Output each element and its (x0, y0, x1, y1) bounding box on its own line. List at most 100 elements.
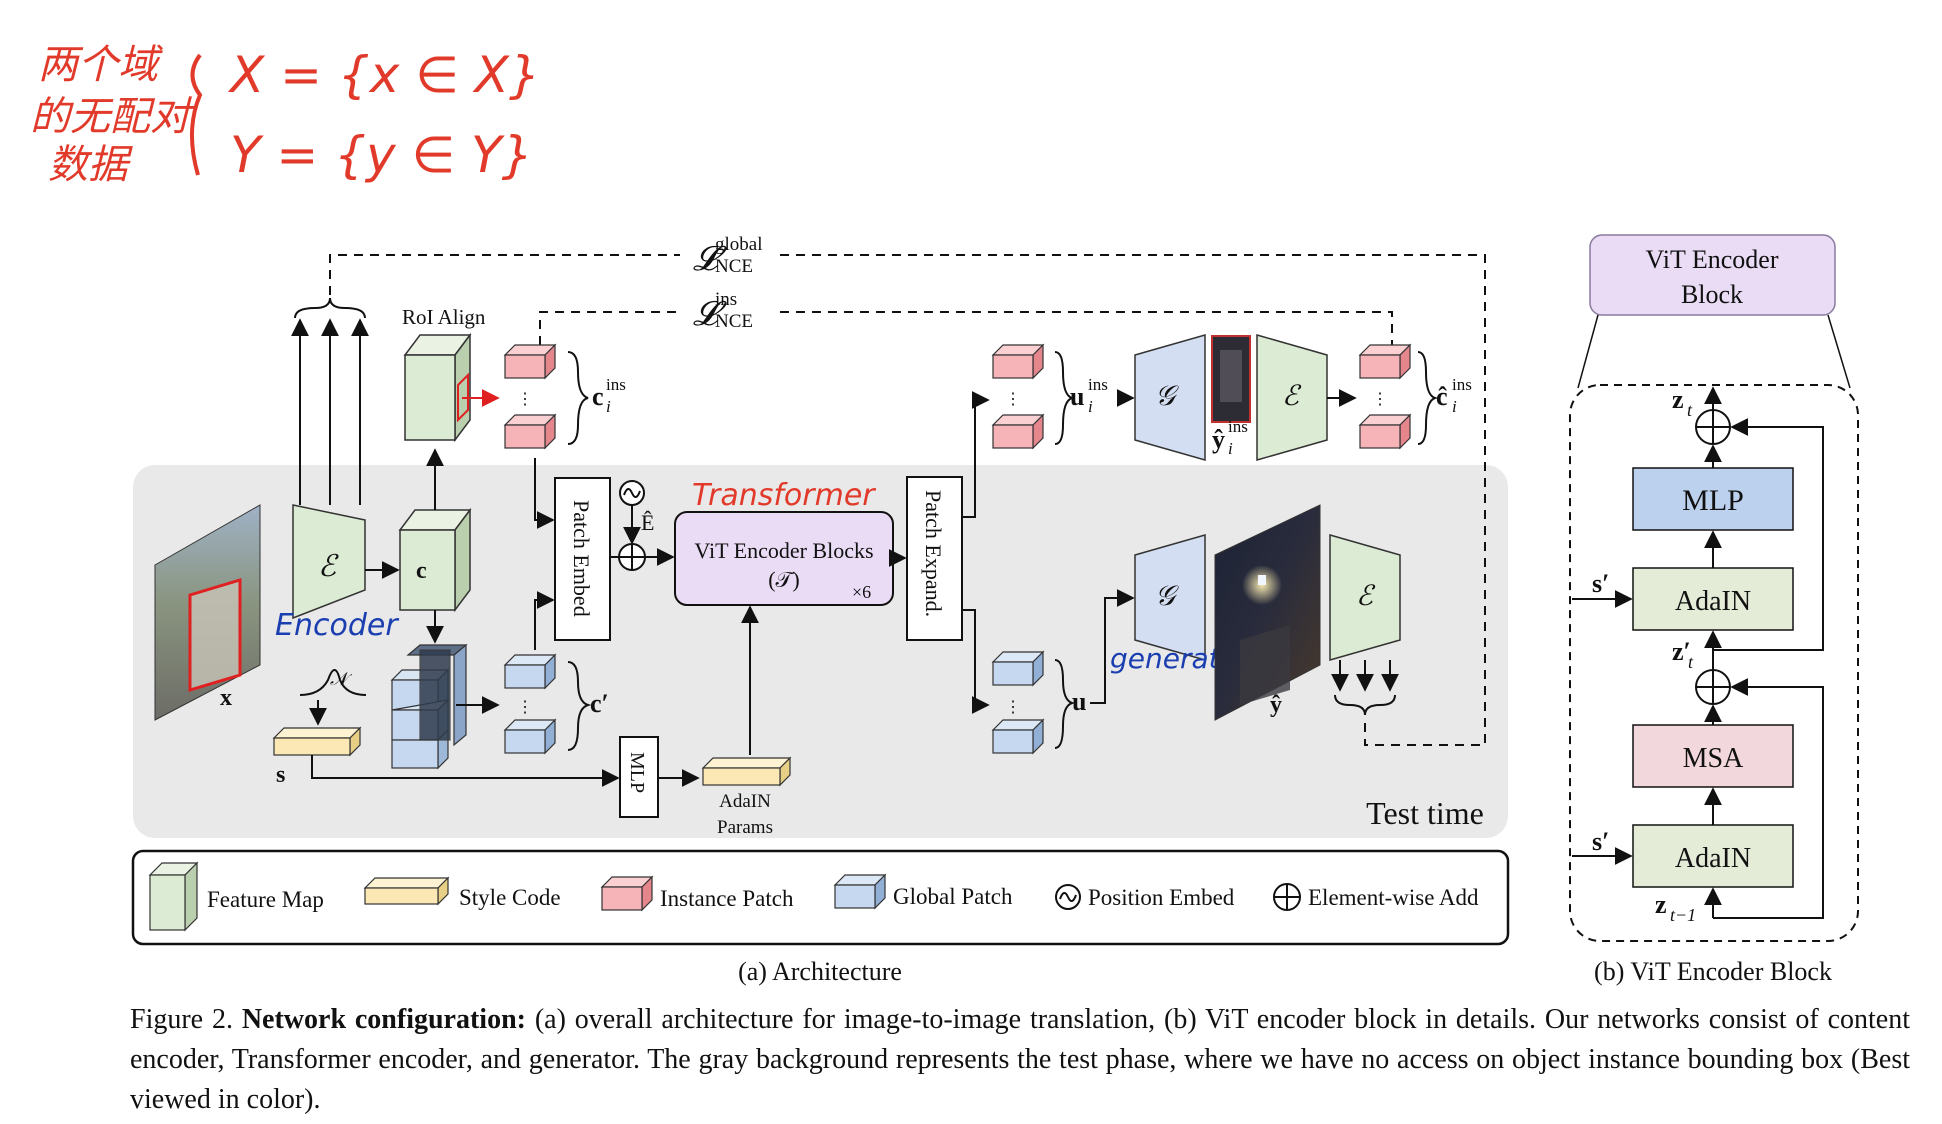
encoder-instance: ℰ (1256, 334, 1328, 461)
handwritten-set-y: Y = {y ∈ Y} (230, 126, 533, 184)
svg-text:z: z (1655, 890, 1667, 919)
u-label: u (1072, 687, 1086, 716)
svg-text:⋮: ⋮ (1005, 391, 1021, 408)
figure-canvas: 两个域 的无配对 数据 X = {x ∈ X} Y = {y ∈ Y} Test… (30, 42, 1859, 986)
loss-dashed-lines (329, 254, 1486, 746)
adain-params-label-1: AdaIN (719, 791, 771, 812)
red-patch-icon (600, 875, 654, 912)
generator-instance: 𝒢 (1134, 334, 1206, 461)
c-ins-label: c ins i (592, 375, 626, 416)
caption-text: (a) overall architecture for image-to-im… (130, 1004, 1911, 1115)
test-time-label: Test time (1366, 795, 1484, 831)
svg-text:⋮: ⋮ (517, 699, 533, 716)
svg-text:Feature Map: Feature Map (207, 887, 324, 912)
caption-prefix: Figure 2. (130, 1004, 242, 1035)
x-label: x (220, 685, 232, 711)
svg-text:ins: ins (1452, 375, 1472, 394)
svg-text:Style Code: Style Code (459, 885, 561, 910)
adain-params-bar (701, 756, 792, 787)
output-image-y-hat (1214, 504, 1321, 721)
e-hat-label: Ê (641, 510, 654, 535)
input-image-x (154, 504, 261, 721)
element-add-legend-icon (1273, 883, 1301, 911)
svg-text:c: c (592, 382, 604, 411)
svg-text:Instance Patch: Instance Patch (660, 886, 794, 911)
feature-map-c: c (398, 507, 472, 613)
svg-text:ins: ins (606, 375, 626, 394)
svg-text:t: t (1687, 400, 1693, 420)
output-instance-image (1211, 335, 1251, 423)
svg-text:ℰ: ℰ (1282, 381, 1302, 412)
instance-patches-c-hat: ⋮ (1358, 343, 1412, 450)
svg-text:AdaIN: AdaIN (1675, 586, 1751, 617)
patch-expand-block: Patch Expand. (906, 476, 963, 641)
svg-text:Global Patch: Global Patch (893, 884, 1013, 909)
svg-text:ℰ: ℰ (318, 550, 339, 583)
svg-text:z′: z′ (1672, 637, 1691, 666)
loss-global: 𝓛 global NCE (693, 234, 763, 278)
vit-block-title: ViT Encoder Block (1589, 234, 1836, 316)
global-feature-stack (390, 643, 468, 770)
svg-text:NCE: NCE (715, 256, 753, 277)
svg-text:t−1: t−1 (1670, 905, 1696, 925)
vit-encoder-blocks: ViT Encoder Blocks (𝒯) ×6 (674, 511, 894, 606)
vit-s-prime-bottom: s′ (1592, 827, 1609, 856)
svg-text:MLP: MLP (1682, 484, 1744, 517)
svg-text:i: i (1228, 439, 1233, 458)
svg-text:AdaIN: AdaIN (1675, 843, 1751, 874)
svg-text:⋮: ⋮ (517, 391, 533, 408)
svg-text:NCE: NCE (715, 311, 753, 332)
handwritten-annotation: 两个域 的无配对 数据 X = {x ∈ X} Y = {y ∈ Y} (30, 42, 541, 188)
content-encoder: ℰ (292, 504, 366, 620)
svg-text:MLP: MLP (626, 752, 648, 793)
vit-adain-top: AdaIN (1632, 567, 1794, 631)
svg-text:t: t (1688, 652, 1694, 672)
patch-embed-block: Patch Embed (554, 477, 611, 641)
blue-patch-icon (833, 873, 887, 910)
svg-text:c: c (416, 558, 427, 584)
legend-item-style-code: Style Code (363, 876, 561, 910)
vit-msa-block: MSA (1632, 724, 1794, 788)
svg-text:ℰ: ℰ (1356, 581, 1376, 612)
svg-text:ins: ins (1088, 375, 1108, 394)
svg-text:Patch Expand.: Patch Expand. (921, 490, 946, 617)
handwritten-line-3: 数据 (48, 142, 133, 188)
encoder-global: ℰ (1329, 534, 1401, 661)
encoder-handwritten-note: Encoder (275, 608, 399, 643)
svg-text:×6: ×6 (852, 582, 871, 602)
vit-add-middle (1695, 669, 1731, 705)
roi-align-label: RoI Align (402, 305, 486, 329)
encoder-feature-brace (291, 297, 369, 505)
svg-text:global: global (715, 234, 763, 255)
s-label: s (276, 762, 285, 788)
y-hat-label: ŷ (1270, 692, 1282, 718)
handwritten-line-2: 的无配对 (30, 94, 195, 140)
generator-global: 𝒢 (1134, 534, 1206, 661)
legend-item-position-embed: Position Embed (1055, 884, 1235, 910)
vit-add-top (1695, 409, 1731, 445)
svg-text:ViT Encoder: ViT Encoder (1646, 245, 1779, 274)
vit-mlp-block: MLP (1632, 467, 1794, 531)
legend-item-instance-patch: Instance Patch (600, 875, 794, 912)
svg-text:⋮: ⋮ (1372, 391, 1388, 408)
svg-text:ŷ: ŷ (1212, 425, 1225, 454)
caption-bold: Network configuration: (241, 1004, 526, 1035)
transformer-handwritten-note: Transformer (692, 478, 876, 513)
position-embed-icon (619, 480, 645, 506)
loss-instance: 𝓛 ins NCE (693, 289, 753, 333)
handwritten-line-1: 两个域 (38, 42, 163, 88)
svg-text:i: i (606, 397, 611, 416)
svg-text:Patch Embed: Patch Embed (569, 500, 594, 617)
legend-item-element-add: Element-wise Add (1273, 883, 1479, 911)
svg-text:ViT Encoder Blocks: ViT Encoder Blocks (694, 538, 873, 563)
svg-text:ĉ: ĉ (1436, 382, 1448, 411)
svg-text:(𝒯): (𝒯) (768, 567, 800, 592)
u-ins-label: u ins i (1070, 375, 1108, 416)
handwritten-set-x: X = {x ∈ X} (227, 46, 541, 104)
svg-text:u: u (1070, 382, 1084, 411)
position-embed-legend-icon (1055, 884, 1081, 910)
green-cube-icon (148, 861, 199, 932)
global-patches-c-prime: ⋮ (503, 653, 557, 755)
c-hat-ins-label: ĉ ins i (1436, 375, 1472, 416)
adain-params-label-2: Params (717, 817, 773, 838)
